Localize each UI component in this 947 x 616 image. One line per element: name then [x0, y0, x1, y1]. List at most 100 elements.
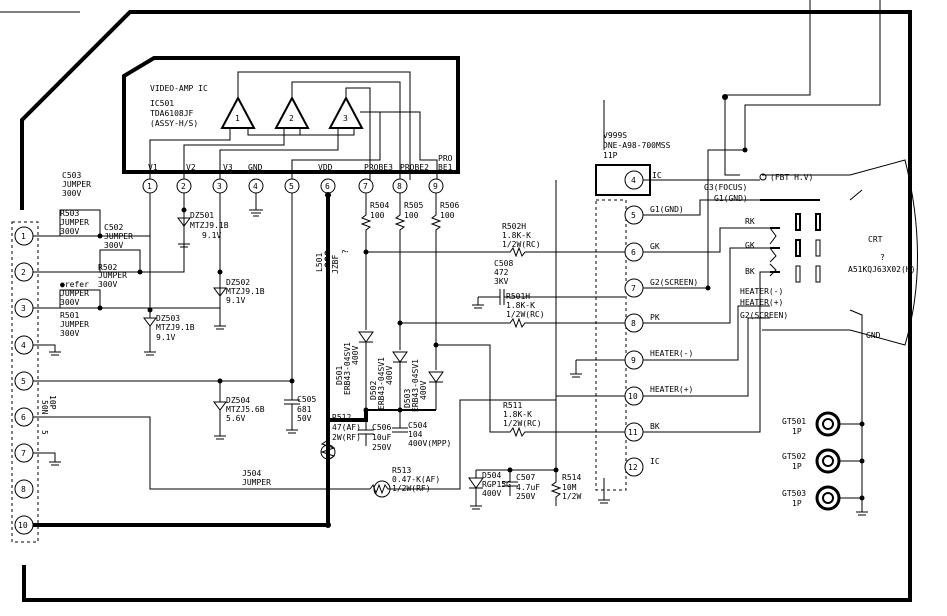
- ic-pin-7: 7: [358, 178, 374, 194]
- socket-pin-4: 4: [624, 170, 644, 190]
- ic-pin-8: 8: [392, 178, 408, 194]
- ic-pin-5: 5: [284, 178, 300, 194]
- svg-text:100: 100: [440, 211, 455, 220]
- svg-text:1/2W(RC): 1/2W(RC): [506, 310, 545, 319]
- amp-1-triangle: 1: [220, 95, 256, 129]
- r504-resistor: R504 100: [360, 193, 389, 330]
- socket-ref: V999S: [603, 131, 627, 140]
- amp-3-triangle: 3: [328, 95, 364, 129]
- svg-text:1P: 1P: [792, 427, 802, 436]
- svg-text:10M: 10M: [562, 483, 577, 492]
- svg-text:C505: C505: [297, 395, 316, 404]
- r502-ref: R502: [98, 263, 117, 272]
- crt-gnd-label: GND: [866, 331, 881, 340]
- svg-text:GT502: GT502: [782, 452, 806, 461]
- svg-text:D504: D504: [482, 471, 501, 480]
- socket-pin-12: 12: [624, 457, 644, 477]
- svg-text:10: 10: [628, 392, 638, 401]
- svg-text:5: 5: [631, 211, 636, 220]
- svg-text:R506: R506: [440, 201, 459, 210]
- refer-note: ●refer: [60, 280, 89, 289]
- socket-part: DNE-A98-700MSS: [603, 141, 671, 150]
- svg-text:4: 4: [253, 182, 258, 191]
- svg-text:R514: R514: [562, 473, 581, 482]
- c505-capacitor: C505 681 50V: [284, 381, 316, 423]
- r503-jumper-2: JUMPER: [60, 289, 89, 298]
- svg-text:1.8K-K: 1.8K-K: [506, 301, 535, 310]
- svg-text:10uF: 10uF: [372, 433, 391, 442]
- socket-label-g1: G1(GND): [650, 205, 684, 214]
- socket-pin-6: 6: [624, 242, 644, 262]
- svg-text:2: 2: [21, 268, 26, 277]
- ic-pin-6: 6: [320, 178, 336, 194]
- r501-voltage: 300V: [60, 329, 79, 338]
- svg-text:400V: 400V: [385, 366, 394, 385]
- ic-pin-label-v1: V1: [148, 163, 158, 172]
- svg-text:9: 9: [631, 356, 636, 365]
- svg-text:5: 5: [289, 182, 294, 191]
- ic-pin-label-v3: V3: [223, 163, 233, 172]
- ic501-ref: IC501: [150, 99, 174, 108]
- svg-text:MTZJ9.1B: MTZJ9.1B: [226, 287, 265, 296]
- conn-pin-2: 2: [14, 262, 34, 282]
- ic-pin-label-pro: PRO: [438, 154, 453, 163]
- socket-pin-9: 9: [624, 350, 644, 370]
- svg-text:100: 100: [370, 211, 385, 220]
- svg-text:R504: R504: [370, 201, 389, 210]
- pin6-wire: [33, 416, 370, 490]
- conn-pin-1: 1: [14, 226, 34, 246]
- svg-text:9.1V: 9.1V: [156, 333, 175, 342]
- svg-text:250V: 250V: [516, 492, 535, 501]
- svg-text:12: 12: [628, 463, 638, 472]
- svg-text:GT503: GT503: [782, 489, 806, 498]
- crt-heater-plus-label: HEATER(+): [740, 298, 783, 307]
- svg-text:4: 4: [21, 341, 26, 350]
- svg-text:472: 472: [494, 268, 509, 277]
- d503-diode: D503 ERB43-04SV1 400V: [403, 359, 444, 412]
- r512-resistor: R512 47(AF) 2W(RF): [320, 413, 361, 461]
- svg-text:D503: D503: [403, 389, 412, 408]
- svg-text:MTZJ5.6B: MTZJ5.6B: [226, 405, 265, 414]
- ic-pin-1: 1: [142, 178, 158, 194]
- c502-ref: C502: [104, 223, 123, 232]
- crt-g2-label: G2(SCREEN): [740, 311, 788, 320]
- svg-text:1: 1: [147, 182, 152, 191]
- svg-text:ERB43-04SV1: ERB43-04SV1: [377, 357, 386, 410]
- svg-text:250V: 250V: [372, 443, 391, 452]
- connector-label-3: 5: [40, 430, 49, 435]
- socket-pins: 11P: [603, 151, 618, 160]
- socket-label-gk: GK: [650, 242, 660, 251]
- c503-ref: C503: [62, 171, 81, 180]
- svg-text:400V: 400V: [351, 346, 360, 365]
- amp-2-label: 2: [289, 114, 294, 123]
- svg-text:6: 6: [21, 413, 26, 422]
- svg-text:8: 8: [397, 182, 402, 191]
- svg-text:2: 2: [181, 182, 186, 191]
- svg-text:ERB43-04SV1: ERB43-04SV1: [343, 342, 352, 395]
- svg-text:104: 104: [408, 430, 423, 439]
- d504-diode: D504 RGP15G 400V: [468, 470, 511, 498]
- ic-pin-label-gnd: GND: [248, 163, 263, 172]
- crt-g3-label: G3(FOCUS): [704, 183, 747, 192]
- l501-inductor: L501 JZBF ?: [315, 249, 350, 274]
- zener-dz504: DZ504 MTZJ5.6B 5.6V: [213, 381, 265, 430]
- crt-fbt-label: (FBT H.V): [770, 173, 813, 182]
- ic-pin-label-v2: V2: [186, 163, 196, 172]
- svg-text:1.8K-K: 1.8K-K: [503, 410, 532, 419]
- svg-text:3: 3: [217, 182, 222, 191]
- r503-voltage-2: 300V: [60, 298, 79, 307]
- r502-type: JUMPER: [98, 271, 127, 280]
- svg-text:1/2W(RF): 1/2W(RF): [392, 484, 431, 493]
- svg-text:?: ?: [341, 249, 350, 254]
- svg-text:ERB43-04SV1: ERB43-04SV1: [411, 359, 420, 412]
- svg-text:R501H: R501H: [506, 292, 530, 301]
- svg-text:R513: R513: [392, 466, 411, 475]
- crt-heater-minus-label: HEATER(-): [740, 287, 783, 296]
- ic501-part: TDA6108JF: [150, 109, 194, 118]
- svg-text:6: 6: [631, 248, 636, 257]
- svg-text:7: 7: [363, 182, 368, 191]
- r506-resistor: R506 100: [430, 193, 459, 370]
- crt-rk-label: RK: [745, 217, 755, 226]
- ic-pin-4: 4: [248, 178, 264, 194]
